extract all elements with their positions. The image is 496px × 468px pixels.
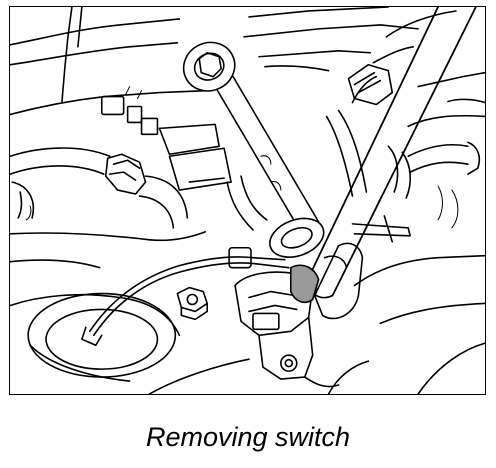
technical-illustration [9,6,486,395]
switch-assembly [234,271,340,388]
floor-panel-outline [10,231,485,394]
ring-spanner [182,41,325,258]
detail-marks [25,86,459,229]
figure-caption: Removing switch [145,422,351,452]
engine-block-outline [10,7,485,231]
electrical-wire [81,246,290,347]
line-drawing [10,7,485,394]
extension-bar [289,7,477,304]
wiring-harness [313,63,481,320]
